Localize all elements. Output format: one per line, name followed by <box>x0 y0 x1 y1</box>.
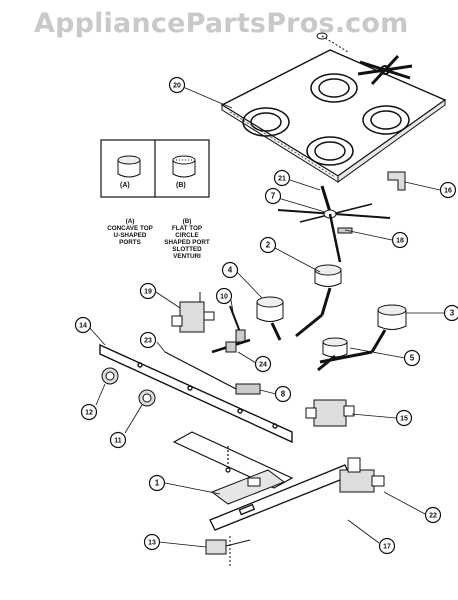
valve-23 <box>164 351 261 395</box>
callout-24: 24 <box>254 355 272 373</box>
inset-caption-b: (B) FLAT TOP CIRCLE SHAPED PORT SLOTTED … <box>164 218 210 260</box>
burner-head-3 <box>319 304 407 364</box>
burner-head-2 <box>295 264 342 338</box>
control-knob-11 <box>138 389 156 407</box>
callout-number: 1 <box>155 479 160 488</box>
callout-20: 20 <box>168 76 186 94</box>
callout-circle <box>168 76 186 94</box>
callout-circle <box>148 474 166 492</box>
callout-circle <box>259 236 277 254</box>
callout-12: 12 <box>80 403 98 421</box>
callout-21: 21 <box>273 169 291 187</box>
igniter-switch <box>205 536 251 566</box>
valve-fitting-24 <box>211 338 251 354</box>
callout-circle <box>439 181 457 199</box>
inset-caption-a: (A) CONCAVE TOP U-SHAPED PORTS <box>107 218 153 246</box>
callout-circle <box>424 506 442 524</box>
callout-number: 12 <box>85 410 93 417</box>
callout-15: 15 <box>395 409 413 427</box>
inset-tag-b: (B) <box>176 182 186 189</box>
callout-circle <box>403 349 421 367</box>
callout-circle <box>274 385 292 403</box>
burner-openings <box>242 73 410 166</box>
callout-number: 5 <box>410 354 415 363</box>
orifice-fitting <box>229 305 246 343</box>
callout-16: 16 <box>439 181 457 199</box>
callout-circle <box>221 261 239 279</box>
callout-circle <box>109 431 127 449</box>
callout-2: 2 <box>259 236 277 254</box>
callout-number: 7 <box>271 192 276 201</box>
main-valve-assembly <box>210 469 286 505</box>
callout-number: 17 <box>383 544 391 551</box>
burner-head-5 <box>317 337 348 372</box>
callout-circle <box>264 187 282 205</box>
callout-14: 14 <box>74 316 92 334</box>
callout-4: 4 <box>221 261 239 279</box>
callout-7: 7 <box>264 187 282 205</box>
callout-number: 22 <box>429 513 437 520</box>
callout-22: 22 <box>424 506 442 524</box>
top-knob-stub <box>316 32 349 53</box>
callout-number: 13 <box>148 540 156 547</box>
callout-circle <box>391 231 409 249</box>
callout-number: 8 <box>281 390 286 399</box>
callout-circle <box>80 403 98 421</box>
callout-circle <box>139 282 157 300</box>
crossover-tube-assembly <box>277 185 391 263</box>
callout-23: 23 <box>139 331 157 349</box>
cooktop-bracket <box>387 171 406 191</box>
callout-number: 19 <box>144 289 152 296</box>
callout-1: 1 <box>148 474 166 492</box>
gas-regulator <box>171 292 215 333</box>
callout-number: 20 <box>173 83 181 90</box>
gas-valve-22 <box>339 457 385 493</box>
callout-number: 15 <box>400 416 408 423</box>
callout-circle <box>254 355 272 373</box>
leader-lines <box>88 86 446 548</box>
gas-manifold-bar <box>99 343 293 444</box>
callout-17: 17 <box>378 537 396 555</box>
callout-10: 10 <box>215 287 233 305</box>
callout-number: 24 <box>259 362 267 369</box>
callout-18: 18 <box>391 231 409 249</box>
callout-number: 3 <box>450 309 455 318</box>
callout-8: 8 <box>274 385 292 403</box>
callout-number: 2 <box>266 241 271 250</box>
callout-circle <box>143 533 161 551</box>
callout-number: 16 <box>444 188 452 195</box>
callout-circle <box>443 304 458 322</box>
inset-tag-a: (A) <box>120 182 130 189</box>
callout-circle <box>139 331 157 349</box>
callout-3: 3 <box>443 304 458 322</box>
watermark-logo: AppliancePartsPros.com <box>34 8 409 39</box>
burner-type-inset <box>100 139 210 198</box>
burner-head-4 <box>256 296 284 341</box>
callout-5: 5 <box>403 349 421 367</box>
grate-spider <box>357 54 413 86</box>
callout-number: 10 <box>220 294 228 301</box>
callout-circle <box>74 316 92 334</box>
callout-circle <box>273 169 291 187</box>
callout-circle <box>215 287 233 305</box>
callout-number: 14 <box>79 323 87 330</box>
lower-bracket <box>172 431 294 489</box>
callout-13: 13 <box>143 533 161 551</box>
callout-circle <box>395 409 413 427</box>
callout-19: 19 <box>139 282 157 300</box>
callout-11: 11 <box>109 431 127 449</box>
callout-number: 23 <box>144 338 152 345</box>
callout-number: 18 <box>396 238 404 245</box>
pressure-regulator-15 <box>305 399 355 427</box>
callout-number: 21 <box>278 176 286 183</box>
callout-number: 4 <box>228 266 233 275</box>
control-knob-12 <box>101 367 119 385</box>
callout-number: 11 <box>114 438 122 445</box>
callout-circle <box>378 537 396 555</box>
